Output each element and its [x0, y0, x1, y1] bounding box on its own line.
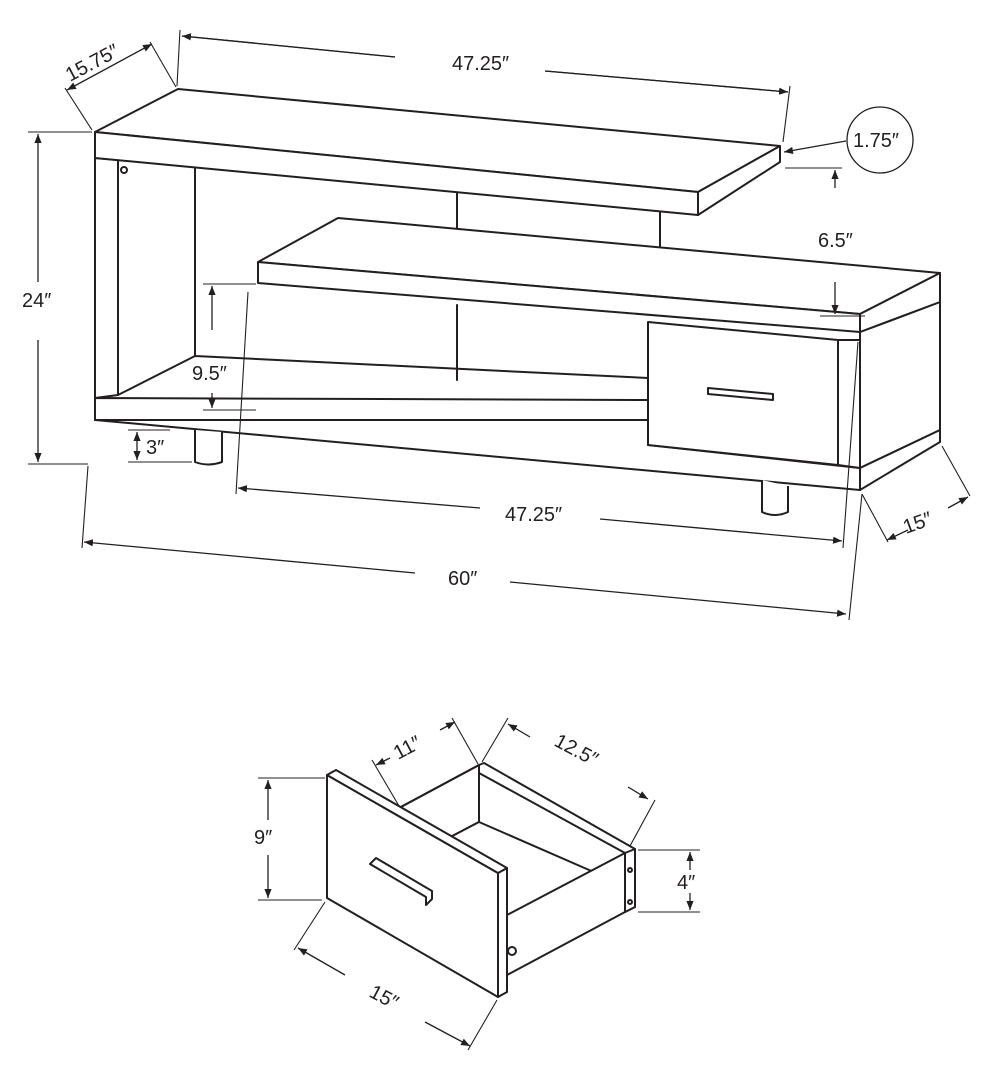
tv-stand-dimensions: 15.75″ 47.25″ 1.75″ 6.5″ 24″ 9.5″ 3″: [22, 29, 971, 621]
ext-lines-base-depth: [861, 445, 971, 543]
label-height: 24″: [22, 290, 51, 312]
ext-lines-drawer-depth: [371, 717, 479, 807]
label-drawer-length: 12.5″: [551, 730, 602, 771]
middle-shelf-side: [859, 272, 941, 333]
tv-stand-drawing: [94, 88, 941, 516]
ext-lines-lower-width: [235, 291, 859, 549]
left-panel-front: [94, 157, 119, 399]
label-total-width: 60″: [448, 568, 477, 590]
ext-lines-top-width: [176, 29, 791, 143]
ext-lines-height: [28, 131, 92, 465]
dim-lower-width-left: [237, 485, 481, 509]
drawer-handle: [707, 387, 774, 401]
label-drawer-width: 15″: [366, 981, 402, 1014]
base-board-front: [94, 397, 649, 421]
cam-lock: [120, 166, 128, 174]
label-base-depth: 15″: [900, 508, 935, 539]
drawer-front-edge: [497, 867, 508, 998]
ext-lines-depth-top: [64, 41, 177, 131]
dim-depth-top: [66, 43, 153, 91]
dim-shelf-thickness-leader: [783, 140, 847, 154]
ext-lines-total-width: [81, 465, 863, 621]
dim-lower-width-right: [599, 518, 843, 544]
ext-lines-drawer-height: [258, 777, 325, 901]
drawer-drawing: [326, 762, 636, 998]
drawer-front-top: [326, 769, 508, 874]
leg-front-right: [761, 480, 789, 516]
ext-lines-drawer-side: [638, 849, 700, 913]
label-lower-width: 47.25″: [505, 504, 562, 526]
dim-total-width-right: [509, 581, 847, 617]
ext-lines-drawer-length: [481, 717, 656, 847]
label-lower-opening: 9.5″: [192, 363, 227, 385]
label-shelf-gap: 6.5″: [818, 230, 853, 252]
callout-circle: [846, 106, 914, 174]
left-panel-inner: [117, 159, 196, 357]
right-base-side: [859, 429, 941, 491]
label-top-width: 47.25″: [452, 53, 509, 75]
label-drawer-depth: 11″: [390, 732, 425, 764]
leg-front-left: [194, 430, 223, 466]
drawer-side-edge: [624, 848, 636, 913]
label-leg-height: 3″: [146, 437, 164, 459]
label-shelf-thickness: 1.75″: [853, 130, 899, 152]
drawer-front-handle: [369, 857, 433, 906]
ext-lines-drawer-width: [293, 901, 498, 1051]
top-shelf-side: [697, 145, 781, 216]
label-depth-top: 15.75″: [62, 40, 123, 86]
label-drawer-side: 4″: [677, 872, 695, 894]
label-drawer-height: 9″: [254, 827, 272, 849]
dim-total-width-left: [83, 539, 416, 574]
